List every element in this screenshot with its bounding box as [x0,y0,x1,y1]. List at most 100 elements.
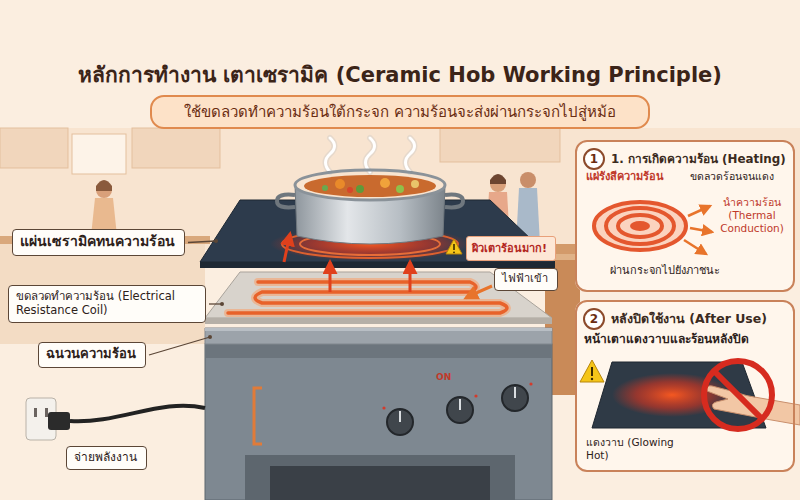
after-use-panel-art [575,300,795,472]
power-plug [34,408,37,417]
cooking-pot [356,185,364,193]
stove-body [459,399,461,410]
stove-body [245,455,515,500]
stove-body [474,394,477,397]
cooking-pot [406,138,415,172]
power-in-arrow [466,286,492,298]
box-text: ผิวเตาร้อนมาก! [472,239,550,257]
insulation-layer [205,328,552,344]
cooking-pot [277,195,295,208]
heating-panel-art [630,221,650,231]
after-use-panel-art [575,300,800,472]
heating-panel-art [618,215,662,237]
kitchen-background [96,180,112,191]
callout-number: 1 [585,150,603,168]
cooking-pot [326,138,335,172]
panel-heading: 1. การเกิดความร้อน (Heating) [577,142,793,168]
box-text: ฉนวนความร้อน [46,346,138,362]
stove-body [502,385,528,411]
part-label-box: ขดลวดทำความร้อน (Electrical Resistance C… [8,285,206,323]
page-title: หลักการทำงาน เตาเซรามิค (Ceramic Hob Wor… [0,58,800,91]
leader-lines [214,239,218,243]
cooking-pot [295,170,445,200]
kitchen-background [520,172,536,188]
ceramic-plate [453,244,455,250]
note-label: หน้าเตาแดงวาบและร้อนหลังปิด [584,332,749,347]
after-use-panel-art [704,361,772,429]
heat-arrows [284,234,290,262]
cooking-pot [366,138,375,172]
effect-label: ผ่านกระจกไปยังภาชนะ [610,264,720,278]
leader-lines [188,241,216,243]
stove-body [205,344,552,358]
stove-body [205,344,552,500]
cooking-pot [322,185,328,191]
leader-lines [208,335,212,339]
heating-coil-layer [228,282,507,313]
after-use-panel-art [707,386,800,425]
power-plug [45,408,48,417]
power-plug [48,412,70,430]
effect-label: แผ่รังสีความร้อน [586,170,664,184]
kitchen-background [72,134,126,174]
stove-body [514,387,516,398]
after-use-panel-art [580,360,604,382]
cooking-pot [396,185,404,193]
leader-lines [220,302,224,306]
heating-panel-art [688,206,710,216]
heating-panel-art [684,240,706,254]
heating-panel-art [575,140,795,292]
stove-body [529,382,532,385]
cooking-pot [380,178,390,188]
insulation-layer [205,328,552,344]
heating-panel-art [594,202,686,250]
heating-panel-art [575,140,795,292]
power-plug [70,406,205,422]
knob-mark: ON [436,372,451,383]
stove-body [254,388,262,444]
power-label-box: จ่ายพลังงาน [66,446,147,470]
cooking-pot [445,195,463,208]
cooking-pot [411,180,419,188]
insulation-layer [205,328,552,331]
stove-body [447,397,473,423]
box-text: ขดลวดทำความร้อน (Electrical Resistance C… [16,289,196,318]
after-use-panel-art [714,371,762,419]
heat-arrows [409,262,412,292]
kitchen-background [490,174,506,184]
cooking-pot [335,179,345,189]
cooking-pot [304,175,436,197]
after-use-panel-art [612,373,732,417]
cooking-pot [366,138,375,172]
power-in-arrow [466,286,492,298]
leader-lines [149,337,210,355]
effect-label: ขดลวดร้อนจนแดง [690,170,774,183]
box-text: ใช้ขดลวดทำความร้อนใต้กระจก ความร้อนจะส่ง… [166,100,634,124]
heating-panel-art [690,228,712,232]
cooking-pot [347,187,353,193]
heat-arrows [329,262,332,292]
kitchen-background [0,128,68,168]
cooking-pot [326,138,335,172]
stove-body [270,466,490,500]
stove-body [387,409,413,435]
kitchen-background [0,244,205,344]
ceramic-plate [453,251,455,253]
effect-label: แดงวาบ (Glowing Hot) [586,436,686,462]
cooking-pot [406,138,415,172]
warning-box: ผิวเตาร้อนมาก! [466,236,556,261]
box-text: ไฟฟ้าเข้า [502,272,550,286]
part-label-box: แผ่นเซรามิคทนความร้อน [12,229,185,256]
kitchen-background [440,128,560,162]
heating-panel-art [606,208,674,244]
stove-body [399,411,401,422]
cooking-pot [277,138,463,244]
heating-coil-layer [228,282,507,313]
part-label-box: ฉนวนความร้อน [38,342,146,368]
step-number: 2 [583,308,605,330]
after-use-panel-art [592,362,766,428]
effect-label: นำความร้อน (Thermal Conduction) [713,196,791,235]
heating-coil-layer [205,318,552,324]
box-text: แผ่นเซรามิคทนความร้อน [20,233,177,251]
